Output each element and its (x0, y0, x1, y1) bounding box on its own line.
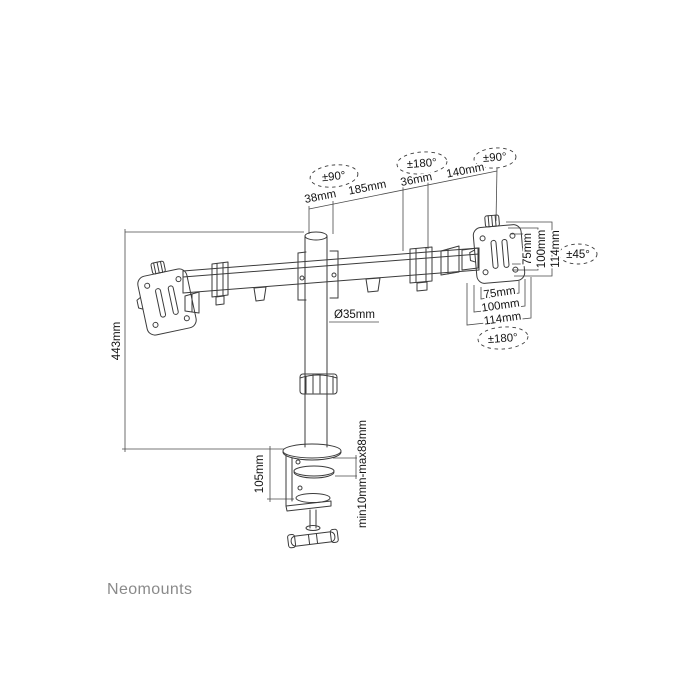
dim-arm-segment-1: 38mm (304, 188, 338, 206)
left-plate-knob (150, 260, 166, 275)
dim-clamp-height: 105mm (254, 455, 266, 493)
label-tilt-range: ±45° (566, 249, 590, 261)
swivel-left-arc (309, 164, 359, 188)
top-dimension-chain (308, 167, 498, 251)
column-height-dimension (122, 229, 304, 452)
dim-pole-diameter: Ø35mm (334, 309, 375, 321)
crossbar (182, 247, 480, 294)
left-vesa-plate (136, 260, 197, 336)
swivel-right-arc (473, 147, 517, 169)
tilt-arc (558, 243, 598, 265)
left-plate-hinge (136, 296, 144, 310)
right-plate-knob (484, 214, 500, 228)
crossbar-clamp-right (409, 246, 433, 292)
dimension-lines (122, 147, 598, 502)
label-plate-rotation: ±180° (487, 332, 518, 346)
clamp-screw (305, 509, 321, 531)
dim-vesa-bottom-100: 100mm (481, 297, 521, 314)
brand-logo: Neomounts (107, 581, 192, 598)
vesa-bottom-brackets (466, 277, 532, 326)
label-swivel-right: ±90° (483, 151, 507, 165)
clamp-range-dimension (333, 455, 357, 479)
clamp-lower-arm (285, 493, 332, 512)
clamp-t-handle (287, 528, 339, 549)
clamp-height-dimension (267, 446, 294, 502)
vesa-side-brackets (506, 221, 553, 277)
clamp-upper-pad (293, 465, 335, 479)
crossbar-clamp-left (211, 261, 229, 306)
dim-column-height: 443mm (111, 322, 123, 360)
right-arm-connector (440, 245, 479, 276)
clamp-top-plate (282, 443, 342, 459)
pole-hub (297, 250, 339, 301)
dim-clamp-range: min10mm-max88mm (357, 420, 369, 528)
mount-hardware (136, 214, 526, 549)
pole-collar (299, 373, 338, 395)
dim-vesa-side-114: 114mm (550, 230, 562, 268)
right-plate-hinge (469, 249, 477, 263)
cable-clip-right (365, 277, 381, 293)
pole (299, 231, 338, 448)
right-vesa-plate (469, 214, 526, 284)
label-swivel-middle: ±180° (406, 157, 437, 171)
label-swivel-left: ±90° (321, 170, 346, 184)
dim-vesa-side-75: 75mm (522, 233, 534, 265)
left-arm-connector (184, 291, 200, 314)
cable-clip-left (253, 286, 267, 302)
desk-clamp (282, 443, 342, 549)
dim-vesa-side-100: 100mm (536, 230, 548, 268)
dimension-labels: 38mm 185mm 36mm 140mm ±90° ±180° ±90° ±4… (111, 149, 592, 528)
swivel-middle-arc (396, 151, 448, 175)
